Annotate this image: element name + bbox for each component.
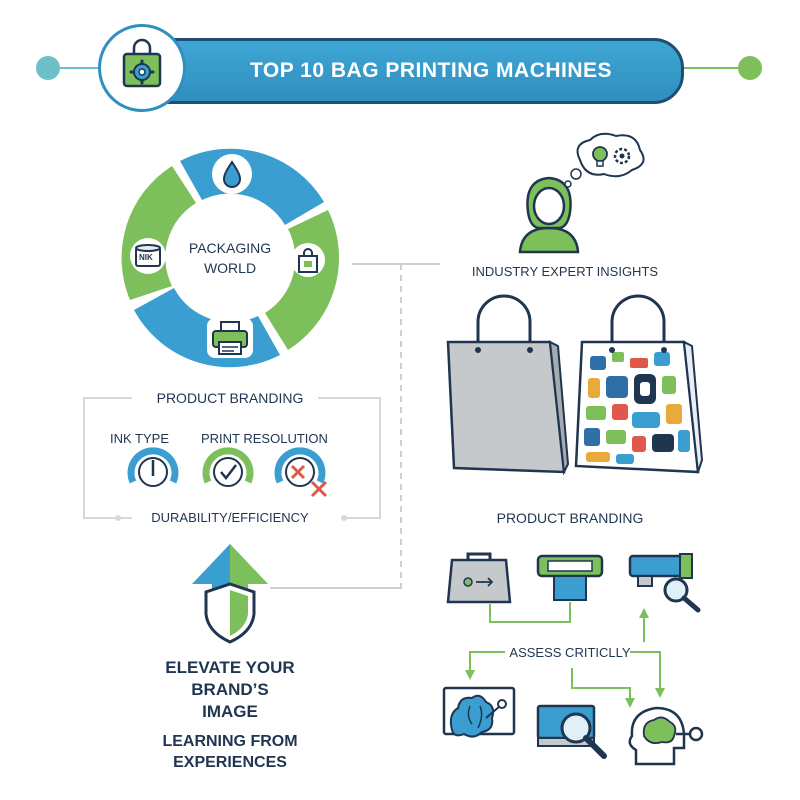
- branding-box-footer: DURABILITY/EFFICIENCY: [151, 510, 309, 525]
- title-banner: TOP 10 BAG PRINTING MACHINES: [118, 38, 684, 104]
- durability-fail-gauge-icon: [274, 447, 328, 498]
- cycle-center-line2: WORLD: [203, 260, 257, 276]
- elevate-line2: BRAND’S: [191, 680, 269, 699]
- printer-icon: [207, 318, 253, 358]
- assess-label: ASSESS CRITICLLY: [509, 645, 631, 660]
- branding-box-title: PRODUCT BRANDING: [156, 390, 304, 406]
- tape-label: NIK: [139, 253, 153, 262]
- ink-type-gauge-icon: [127, 447, 179, 487]
- banner-badge: [98, 24, 186, 112]
- right-branding-title: PRODUCT BRANDING: [496, 510, 644, 526]
- plain-shopping-bag: [440, 294, 570, 480]
- gauge-label-ink-type: INK TYPE: [110, 431, 170, 446]
- screen-magnifier-icon: [534, 700, 614, 768]
- patterned-shopping-bag: [572, 294, 704, 480]
- gauge-label-print-resolution: PRINT RESOLUTION: [201, 431, 328, 446]
- elevate-line1: ELEVATE YOUR: [165, 658, 295, 677]
- banner-right-dot: [738, 56, 762, 80]
- expert-avatar: [514, 172, 584, 256]
- bag-icon: [291, 243, 325, 277]
- elevate-line3: IMAGE: [202, 702, 258, 721]
- printer-magnifier-icon: [626, 550, 706, 614]
- banner-left-dot: [36, 56, 60, 80]
- learning-line1: LEARNING FROM: [162, 733, 298, 750]
- tape-roll-icon: NIK: [130, 238, 166, 274]
- shield-arrow-icon: [190, 544, 270, 644]
- expert-label: INDUSTRY EXPERT INSIGHTS: [471, 264, 659, 279]
- roller-printer-icon: [536, 552, 606, 606]
- cycle-center-line1: PACKAGING: [188, 240, 272, 256]
- thought-bubble: [560, 130, 650, 190]
- bag-machine-icon: [444, 548, 514, 606]
- water-drop-icon: [212, 154, 252, 194]
- bag-gear-icon: [122, 38, 162, 88]
- print-resolution-check-gauge-icon: [202, 447, 254, 487]
- banner-left-line: [60, 67, 120, 69]
- head-brain-key-icon: [626, 698, 710, 770]
- brain-screen-icon: [440, 684, 518, 748]
- learning-line2: EXPERIENCES: [173, 754, 287, 771]
- gear-icon: [613, 147, 631, 165]
- page-title: TOP 10 BAG PRINTING MACHINES: [249, 59, 613, 82]
- cycle-segment-right: [265, 210, 339, 350]
- banner-right-line: [676, 67, 738, 69]
- lightbulb-icon: [592, 146, 608, 167]
